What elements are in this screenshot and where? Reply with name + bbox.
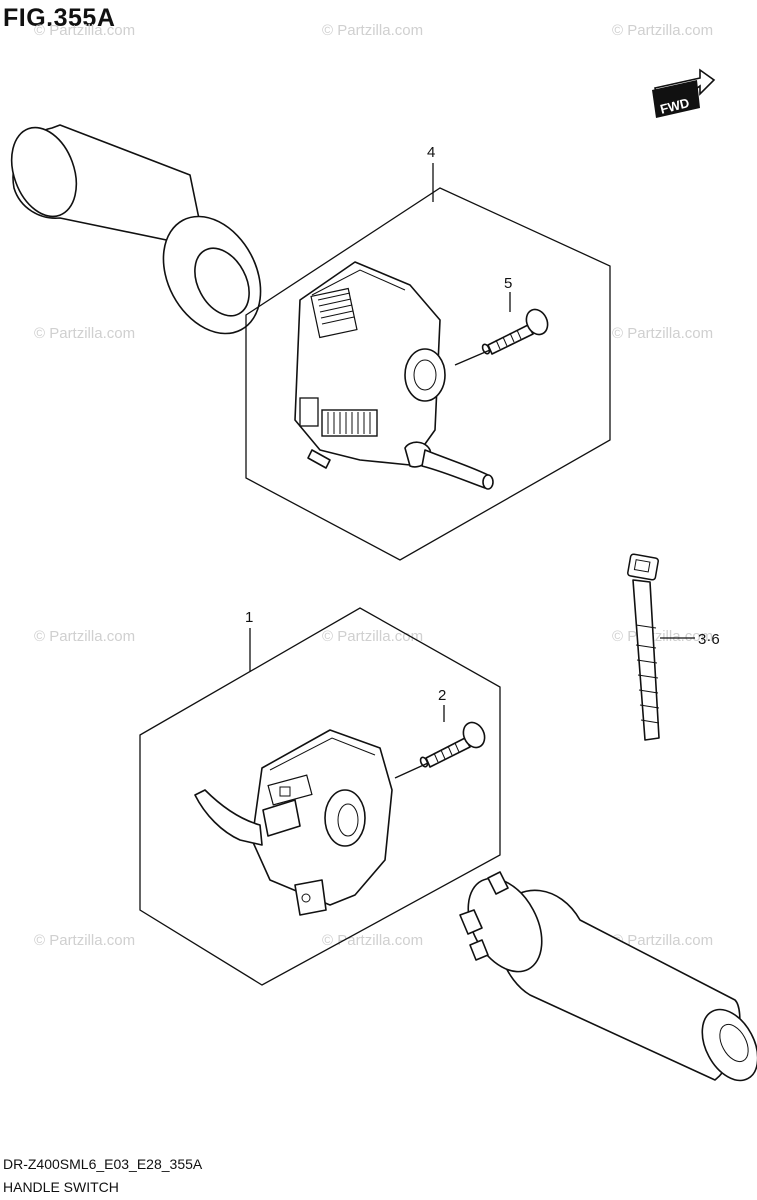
watermark: © Partzilla.com: [322, 932, 424, 949]
left-handle-switch: [294, 261, 494, 490]
watermark: © Partzilla.com: [34, 325, 136, 342]
watermark: © Partzilla.com: [612, 22, 714, 39]
model-code: DR-Z400SML6_E03_E28_355A: [3, 1156, 203, 1172]
right-handle-switch: [194, 729, 393, 916]
callout-4: 4: [427, 144, 435, 161]
watermark: © Partzilla.com: [34, 932, 136, 949]
fwd-label: FWD: [659, 95, 691, 117]
throttle-grip: [459, 871, 757, 1082]
watermark: © Partzilla.com: [34, 22, 136, 39]
callout-3-6: 3·6: [698, 631, 720, 648]
watermark: © Partzilla.com: [612, 325, 714, 342]
watermark: © Partzilla.com: [322, 628, 424, 645]
callout-1: 1: [245, 609, 253, 626]
callout-5: 5: [504, 275, 512, 292]
cable-tie: [627, 553, 660, 741]
watermark: © Partzilla.com: [612, 932, 714, 949]
watermark: © Partzilla.com: [322, 22, 424, 39]
screw-2: [419, 705, 486, 768]
left-grip: [10, 124, 262, 335]
figure-title: FIG.355A: [3, 4, 116, 32]
callout-2: 2: [438, 687, 446, 704]
leader-line-5: [454, 349, 491, 366]
assembly-frame-4: [245, 187, 611, 561]
figure-name: HANDLE SWITCH: [3, 1179, 119, 1195]
watermark: © Partzilla.com: [34, 628, 136, 645]
screw-5: [481, 292, 549, 355]
leader-line-2: [394, 762, 429, 779]
assembly-frame-1: [139, 607, 501, 986]
fwd-arrow: FWD: [652, 68, 716, 118]
